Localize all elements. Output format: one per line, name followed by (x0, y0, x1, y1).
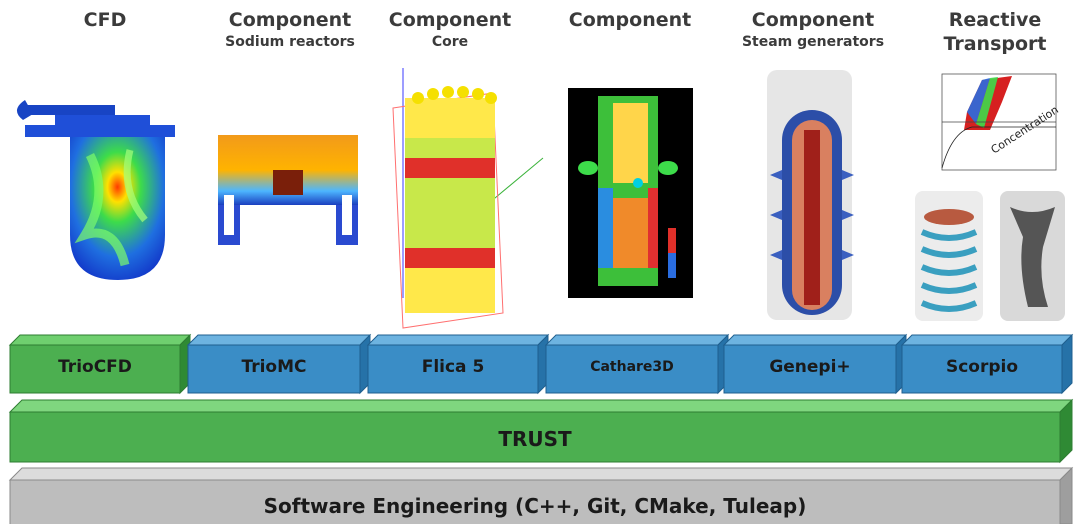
code-box-genepi: Genepi+ (722, 333, 908, 395)
column-title-component: Component (550, 8, 710, 32)
column-title: Reactive (948, 9, 1042, 31)
column-title: Component (388, 9, 512, 31)
core-image (392, 68, 544, 329)
code-label: Genepi+ (769, 357, 851, 377)
column-subtitle: Core (431, 34, 469, 50)
trust-bar-shape (8, 398, 1074, 464)
code-label: TrioMC (241, 357, 307, 377)
sodium-reactor-image (218, 135, 358, 245)
code-box-shape (366, 333, 550, 395)
code-box-scorpio: Scorpio (900, 333, 1074, 395)
column-title-sodium: Component Sodium reactors (210, 8, 370, 52)
column-title: Component (568, 9, 692, 31)
reactive-cylinders-image (915, 191, 1065, 321)
column-title-cfd: CFD (25, 8, 185, 32)
code-box-flica5: Flica 5 (366, 333, 550, 395)
column-title-steam: Component Steam generators (733, 8, 893, 52)
column-subtitle: Sodium reactors (225, 34, 355, 50)
code-box-shape (722, 333, 908, 395)
concentration-plot: Concentration (941, 73, 1060, 171)
column-title: CFD (83, 9, 127, 31)
code-box-triomc: TrioMC (186, 333, 372, 395)
cathare3d-image (568, 88, 693, 298)
code-box-shape (8, 333, 192, 395)
software-bar-shape (8, 466, 1074, 524)
column-title-reactive: Reactive Transport (915, 8, 1075, 56)
software-engineering-label: Software Engineering (C++, Git, CMake, T… (263, 494, 807, 518)
software-engineering-bar: Software Engineering (C++, Git, CMake, T… (8, 466, 1074, 524)
code-label: Cathare3D (590, 359, 674, 375)
code-box-cathare3d: Cathare3D (544, 333, 730, 395)
code-label: TrioCFD (58, 357, 132, 377)
code-label: Scorpio (945, 357, 1019, 377)
code-box-shape (900, 333, 1074, 395)
column-subtitle: Steam generators (741, 34, 885, 50)
cfd-reactor-image (16, 100, 175, 280)
steam-generator-image (767, 70, 854, 320)
code-box-triocfd: TrioCFD (8, 333, 192, 395)
code-label: Flica 5 (421, 357, 485, 377)
code-box-shape (186, 333, 372, 395)
column-title-core: Component Core (370, 8, 530, 52)
column-title: Component (228, 9, 352, 31)
code-box-shape (544, 333, 730, 395)
column-title: Component (751, 9, 875, 31)
trust-platform-bar: TRUST (8, 398, 1074, 464)
column-subtitle: Transport (943, 33, 1047, 55)
trust-label: TRUST (498, 427, 572, 451)
